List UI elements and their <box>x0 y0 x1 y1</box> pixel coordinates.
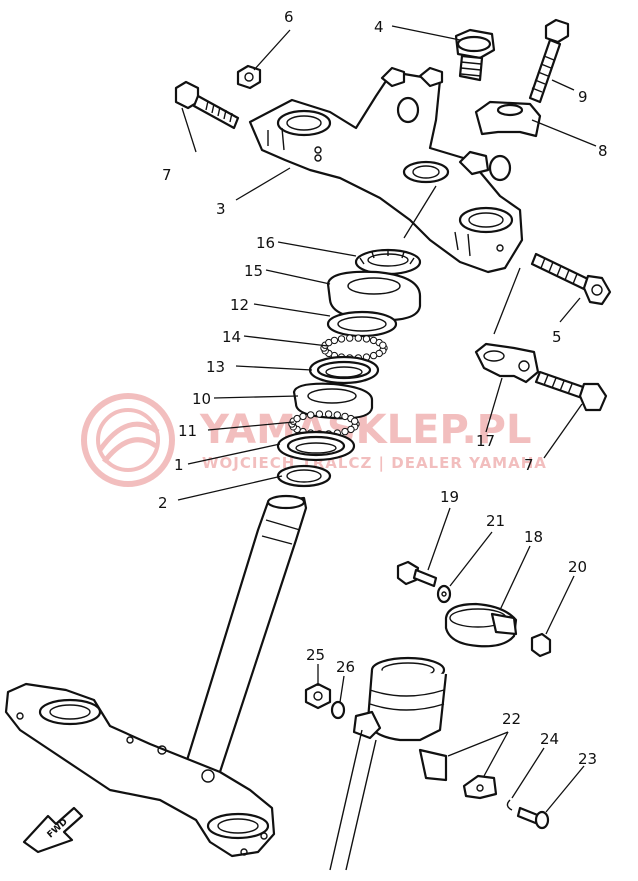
seal-2 <box>276 464 332 488</box>
washer-24 <box>506 799 513 811</box>
race-13 <box>308 355 380 385</box>
label-12: 12 <box>230 296 249 314</box>
race-1 <box>276 430 356 462</box>
washer-21 <box>436 584 452 604</box>
bearing-ball <box>369 351 378 360</box>
label-2: 2 <box>158 494 168 512</box>
clip-22 <box>462 774 498 800</box>
bolt-9 <box>528 18 570 104</box>
bearing-ball <box>299 412 307 421</box>
label-4: 4 <box>374 18 384 36</box>
label-21: 21 <box>486 512 505 530</box>
bearing-ball <box>341 427 349 436</box>
label-8: 8 <box>598 142 608 160</box>
label-14: 14 <box>222 328 241 346</box>
bearing-ball <box>337 335 346 343</box>
bolt-7-upper <box>174 80 240 130</box>
leader-lines <box>177 25 597 813</box>
label-11: 11 <box>178 422 197 440</box>
fwd-arrow-icon: FWD <box>22 806 84 854</box>
nut-25 <box>304 682 332 710</box>
bearing-ball <box>330 336 339 345</box>
label-24: 24 <box>540 730 559 748</box>
washer-26 <box>330 700 346 720</box>
label-15: 15 <box>244 262 263 280</box>
bearing-ball <box>333 411 341 419</box>
label-17: 17 <box>476 432 495 450</box>
screw-23 <box>516 806 550 830</box>
nut-6 <box>236 64 262 90</box>
label-20: 20 <box>568 558 587 576</box>
label-5: 5 <box>552 328 562 346</box>
label-10: 10 <box>192 390 211 408</box>
label-22: 22 <box>502 710 521 728</box>
label-7a: 7 <box>162 166 172 184</box>
bolt-19 <box>396 560 438 588</box>
label-13: 13 <box>206 358 225 376</box>
bolt-5 <box>530 252 612 306</box>
clamp-18 <box>444 602 518 648</box>
clamp-17 <box>474 342 540 384</box>
bearing-ball <box>379 341 387 349</box>
watermark-logo-icon <box>81 393 175 487</box>
bearing-ball <box>315 410 324 418</box>
bearing-ball <box>354 334 362 342</box>
label-23: 23 <box>578 750 597 768</box>
label-9: 9 <box>578 88 588 106</box>
race-cover-12 <box>326 310 398 338</box>
ring-nut-16 <box>354 248 422 276</box>
race-10 <box>292 382 374 420</box>
bearing-ball <box>307 411 315 419</box>
label-7b: 7 <box>524 456 534 474</box>
cap-8 <box>474 100 542 138</box>
upper-bracket <box>248 66 524 274</box>
bearing-ball <box>362 335 371 343</box>
bolt-4 <box>454 28 496 82</box>
nut-20 <box>530 632 552 658</box>
label-25: 25 <box>306 646 325 664</box>
label-6: 6 <box>284 8 294 26</box>
part-labels: 6 4 9 8 7 3 16 15 12 14 5 13 10 11 17 1 … <box>158 8 608 768</box>
label-3: 3 <box>216 200 226 218</box>
fork-tube <box>329 656 448 871</box>
bearing-ball <box>346 334 354 342</box>
watermark-tagline: WOJCIECH TRALCZ | DEALER YAMAHA <box>202 454 547 473</box>
label-18: 18 <box>524 528 543 546</box>
label-19: 19 <box>440 488 459 506</box>
bearing-ball <box>351 417 359 425</box>
label-1: 1 <box>174 456 184 474</box>
steering-stem <box>4 494 308 858</box>
bolt-7-lower <box>534 370 608 412</box>
label-26: 26 <box>336 658 355 676</box>
label-16: 16 <box>256 234 275 252</box>
bearing-ball <box>324 410 333 418</box>
